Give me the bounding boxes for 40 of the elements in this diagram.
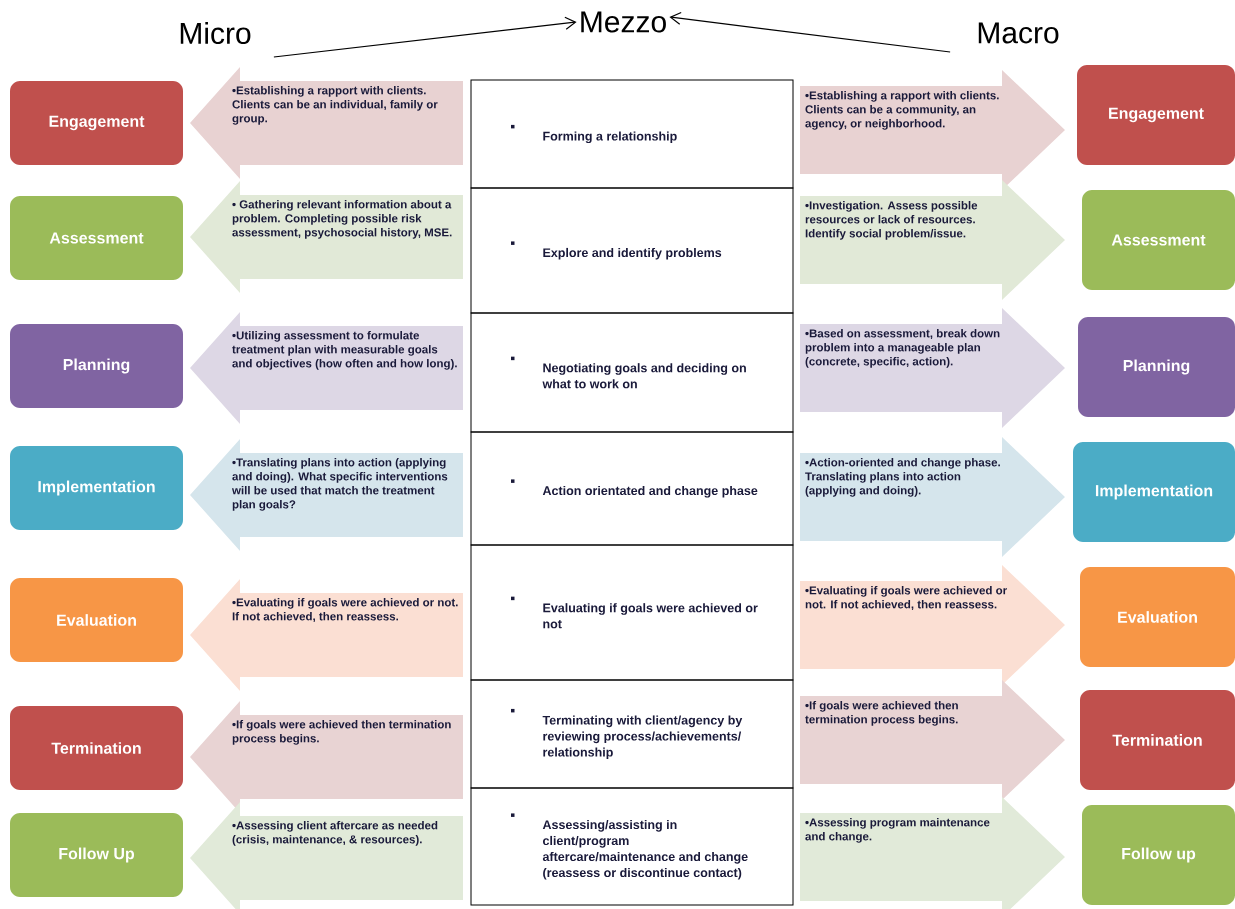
phase-box: Termination bbox=[10, 706, 183, 790]
table-cell: Evaluating if goals were achieved or not bbox=[470, 544, 794, 681]
column-heading: Micro bbox=[180, 22, 251, 44]
pointer-box: •Based on assessment, break down problem into a manageable plan (concrete, specific, action). bbox=[800, 308, 1065, 428]
phase-box: Implementation bbox=[10, 446, 183, 530]
pointer-box: •Assessing program maintenance and change. bbox=[800, 797, 1065, 909]
column-heading: Mezzo bbox=[581, 11, 666, 33]
phase-box: Termination bbox=[1080, 690, 1235, 790]
phase-box: Engagement bbox=[1077, 65, 1235, 165]
column-heading: Macro bbox=[978, 22, 1059, 44]
table-cell: Forming a relationship bbox=[470, 79, 794, 189]
pointer-box: •Assessing client aftercare as needed (crisis, maintenance, & resources). bbox=[190, 802, 463, 909]
table-cell: Action orientated and change phase bbox=[470, 431, 794, 546]
arrow bbox=[669, 11, 951, 53]
phase-box: Assessment bbox=[10, 196, 183, 280]
phase-box: Follow up bbox=[1082, 805, 1235, 905]
pointer-box: •Establishing a rapport with clients. Clients can be a community, an agency, or neighborhood. bbox=[800, 70, 1065, 190]
pointer-box: •Establishing a rapport with clients. Clients can be an individual, family or group. bbox=[190, 67, 463, 179]
phase-box: Evaluation bbox=[1080, 567, 1235, 667]
pointer-box: •Action-oriented and change phase. Translating plans into action (applying and doing). bbox=[800, 437, 1065, 557]
table-cell: Terminating with client/agency by reviewing process/achievements/ relationship bbox=[470, 679, 794, 789]
phase-box: Follow Up bbox=[10, 813, 183, 897]
arrow bbox=[273, 16, 577, 58]
phase-box: Planning bbox=[10, 324, 183, 408]
phase-box: Planning bbox=[1078, 317, 1235, 417]
table-cell: Explore and identify problems bbox=[470, 187, 794, 314]
pointer-box: •If goals were achieved then termination process begins. bbox=[190, 701, 463, 813]
phase-box: Assessment bbox=[1082, 190, 1235, 290]
phase-box: Evaluation bbox=[10, 578, 183, 662]
pointer-box: •Utilizing assessment to formulate treatment plan with measurable goals and objectives (how often and how long). bbox=[190, 312, 463, 424]
pointer-box: •Translating plans into action (applying and doing). What specific interventions will be used that match the treatment plan goals? bbox=[190, 439, 463, 551]
table-cell: Negotiating goals and deciding on what to work on bbox=[470, 312, 794, 433]
pointer-box: •If goals were achieved then termination process begins. bbox=[800, 680, 1065, 800]
pointer-box: •Investigation. Assess possible resources or lack of resources. Identify social problem/issue. bbox=[800, 180, 1065, 300]
phase-box: Engagement bbox=[10, 81, 183, 165]
pointer-box: •Evaluating if goals were achieved or not. If not achieved, then reassess. bbox=[190, 579, 463, 691]
phase-box: Implementation bbox=[1073, 442, 1235, 542]
pointer-box: •Evaluating if goals were achieved or not. If not achieved, then reassess. bbox=[800, 565, 1065, 685]
pointer-box: • Gathering relevant information about a problem. Completing possible risk assessment, psychosocial history, MSE. bbox=[190, 181, 463, 293]
table-cell: Assessing/assisting in client/program aftercare/maintenance and change (reassess or discontinue contact) bbox=[470, 787, 794, 906]
